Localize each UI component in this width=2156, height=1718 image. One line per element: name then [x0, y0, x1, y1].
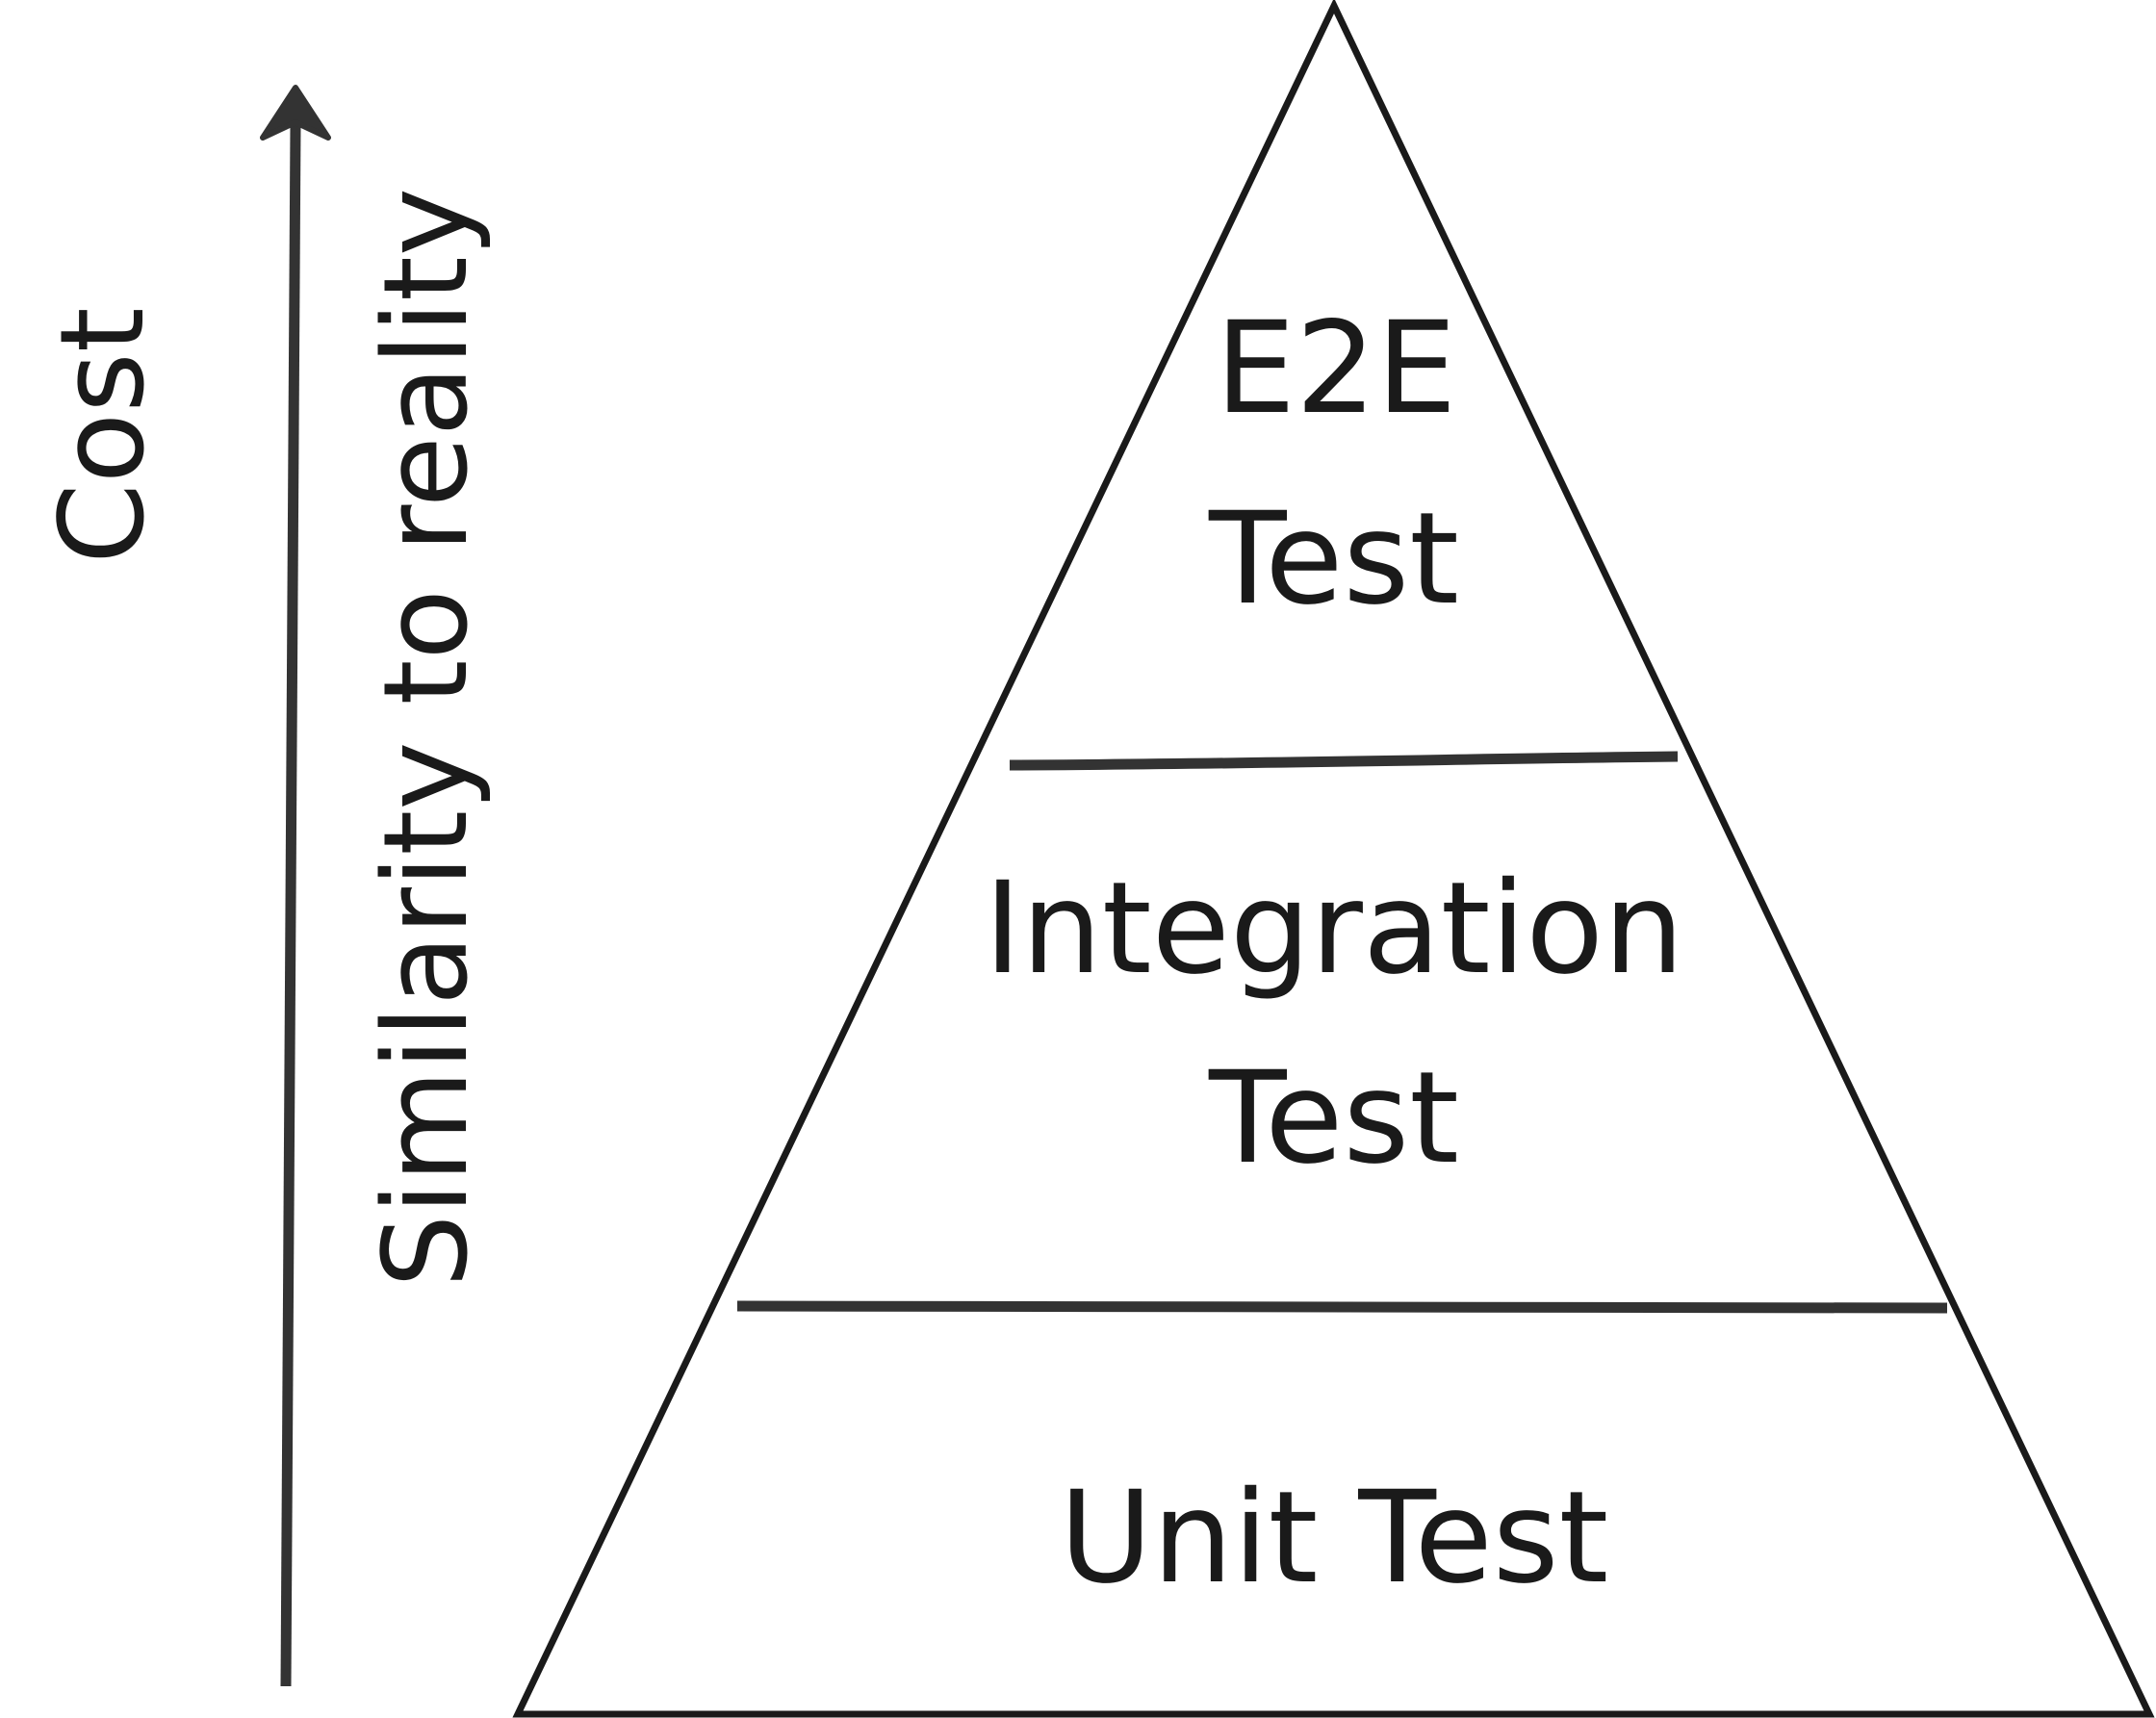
divider-e2e-integration — [1009, 751, 1679, 771]
axis-label-similarity: Similarity to reality — [360, 188, 494, 1288]
layer-integration-label-line2: Test — [1208, 1044, 1459, 1192]
axis-arrow-head — [260, 85, 331, 141]
axis-arrow-shaft — [280, 124, 301, 1687]
layer-unit: Unit Test — [1060, 1464, 1609, 1612]
layer-unit-label: Unit Test — [1060, 1464, 1609, 1612]
layer-e2e-label-line1: E2E — [1216, 295, 1457, 443]
layer-integration: Integration Test — [984, 855, 1683, 1192]
divider-integration-unit — [736, 1300, 1948, 1314]
layer-integration-label-line1: Integration — [984, 855, 1683, 1003]
axis-label-cost: Cost — [37, 307, 170, 564]
pyramid-outline — [512, 0, 2155, 1718]
layer-e2e: E2E Test — [1208, 295, 1459, 633]
axis-arrow — [260, 85, 331, 1687]
layer-e2e-label-line2: Test — [1208, 485, 1459, 633]
